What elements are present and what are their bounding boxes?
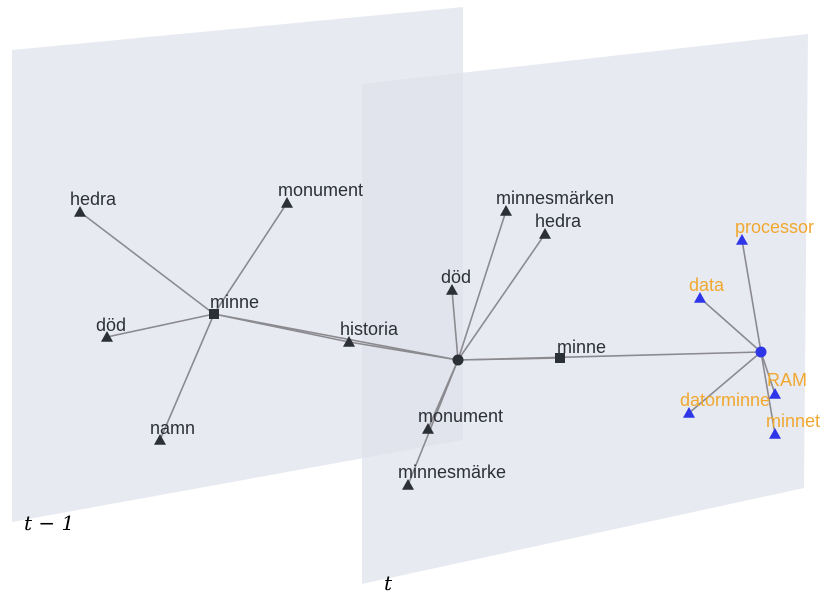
edge-b_hub-b_data xyxy=(699,297,762,353)
edge-c_hub-c_hedra xyxy=(457,233,546,361)
node-b_ram xyxy=(769,388,781,399)
edge-b_hub-b_minnet xyxy=(760,351,776,435)
node-label-c_minne: minne xyxy=(557,337,606,357)
node-label-c_monument: monument xyxy=(418,406,503,426)
node-c_minne xyxy=(555,353,565,363)
node-historia xyxy=(343,336,355,347)
node-label-b_datorminne: datorminne xyxy=(680,390,770,410)
nodes-layer xyxy=(74,197,781,490)
node-label-p_hedra: hedra xyxy=(70,189,117,209)
edge-b_hub-b_processor xyxy=(741,239,762,353)
node-b_processor xyxy=(736,234,748,245)
node-b_datorminne xyxy=(683,407,695,418)
edge-p_minne-p_dod xyxy=(106,313,215,338)
edges-layer xyxy=(79,202,776,486)
plane-label-curr: t xyxy=(384,571,393,595)
node-p_namn xyxy=(154,434,166,445)
node-label-b_minnet: minnet xyxy=(766,411,820,431)
node-label-c_dod: död xyxy=(441,267,471,287)
edge-b_hub-b_ram xyxy=(760,351,776,395)
node-label-b_ram: RAM xyxy=(767,370,807,390)
node-c_dod xyxy=(446,284,458,295)
node-p_monument xyxy=(281,197,293,208)
node-label-p_monument: monument xyxy=(278,180,363,200)
node-label-c_minnesmarke: minnesmärke xyxy=(398,462,506,482)
node-c_hub xyxy=(452,354,464,366)
node-label-b_processor: processor xyxy=(735,217,814,237)
edge-c_hub-c_dod xyxy=(451,289,459,361)
edge-p_minne-p_namn xyxy=(159,313,215,441)
node-c_minnesmarke xyxy=(402,479,414,490)
node-label-p_dod: död xyxy=(96,315,126,335)
edge-b_hub-b_datorminne xyxy=(688,351,762,414)
edge-historia-c_hub xyxy=(348,341,459,361)
node-b_minnet xyxy=(769,428,781,439)
edge-c_hub-c_minnesmarke xyxy=(407,359,459,486)
node-p_hedra xyxy=(74,206,86,217)
node-label-c_hedra: hedra xyxy=(535,211,582,231)
node-label-p_namn: namn xyxy=(150,418,195,438)
plane-label-prev: t − 1 xyxy=(24,511,74,535)
edge-p_minne-c_hub xyxy=(213,313,459,361)
labels-layer: minne hedra monument död namn historia minnesm… xyxy=(70,180,820,482)
node-c_monument xyxy=(422,423,434,434)
edge-c_hub-b_hub xyxy=(457,351,762,361)
node-c_minnesmarken xyxy=(500,205,512,216)
node-b_hub xyxy=(755,346,767,358)
node-b_data xyxy=(694,292,706,303)
plane-curr xyxy=(362,34,808,584)
edge-p_minne-p_hedra xyxy=(79,211,215,315)
node-label-b_data: data xyxy=(689,275,725,295)
node-label-c_minnesmarken: minnesmärken xyxy=(496,188,614,208)
node-p_dod xyxy=(101,331,113,342)
node-c_hedra xyxy=(539,228,551,239)
node-label-historia: historia xyxy=(340,319,399,339)
node-label-p_minne: minne xyxy=(210,292,259,312)
edge-c_hub-c_minnesmarken xyxy=(457,210,507,361)
node-p_minne xyxy=(209,309,219,319)
edge-p_minne-p_monument xyxy=(213,202,288,315)
plane-prev xyxy=(12,7,463,522)
